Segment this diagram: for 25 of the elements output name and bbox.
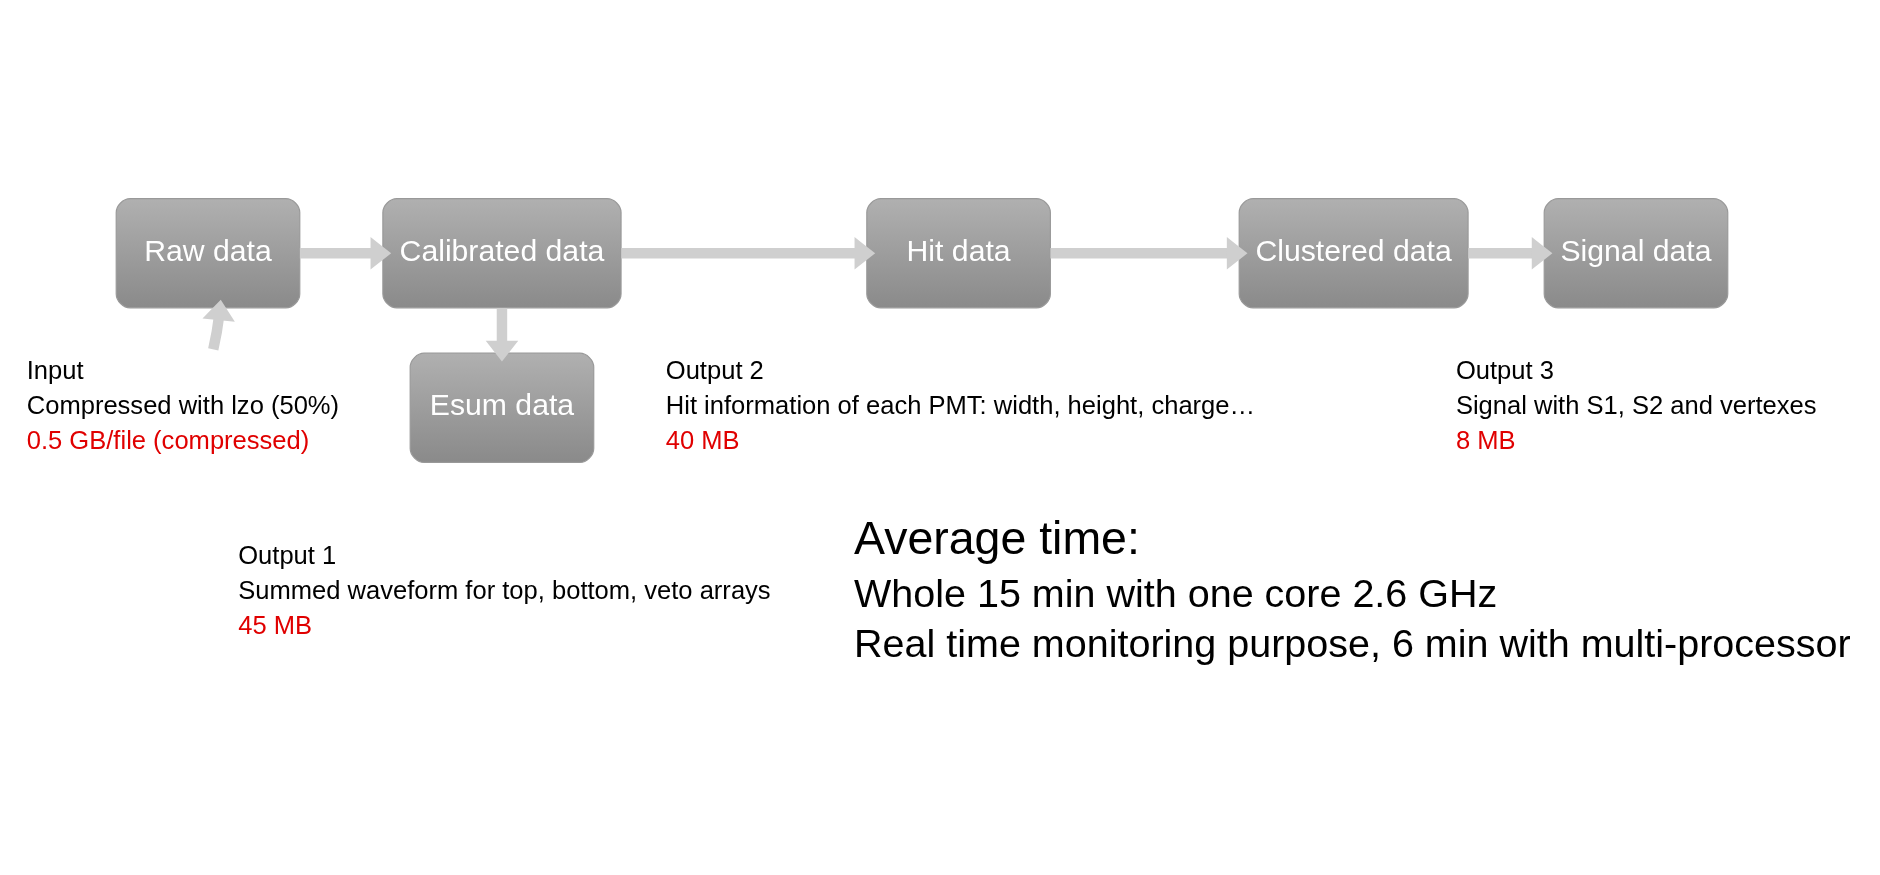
node-text: Input Compressed with lzo (50%) 0.5 GB/file (compressed) <box>26 355 340 454</box>
label: Average time: <box>854 511 1140 564</box>
node-label: Output 1 <box>238 540 337 569</box>
arrow <box>299 236 392 269</box>
node-label: Output 3 <box>1455 355 1554 384</box>
arrow <box>621 236 876 269</box>
label: Whole 15 min with one core 2.6 GHz <box>854 570 1498 615</box>
node-box: Calibrated data <box>382 197 622 308</box>
node-label: Signal with S1, S2 and vertexes <box>1455 390 1817 419</box>
node-box: Signal data <box>1543 197 1729 308</box>
arrow <box>1050 236 1248 269</box>
node-label: 45 MB <box>238 610 313 639</box>
node-box: Raw data <box>115 197 301 308</box>
label: Real time monitoring purpose, 6 min with multi-processor <box>854 620 1851 665</box>
node-box: Hit data <box>866 197 1051 308</box>
node-label: Hit information of each PMT: width, height, charge… <box>665 390 1256 419</box>
node-box: Esum data <box>409 352 595 463</box>
node-label: Output 2 <box>665 355 764 384</box>
node-box: Clustered data <box>1238 197 1469 308</box>
node-label: 8 MB <box>1455 425 1516 454</box>
arrow <box>1468 236 1553 269</box>
arrow <box>202 299 235 350</box>
node-label: Summed waveform for top, bottom, veto arrays <box>238 575 771 604</box>
node-label: 40 MB <box>665 425 740 454</box>
arrow <box>485 307 519 361</box>
